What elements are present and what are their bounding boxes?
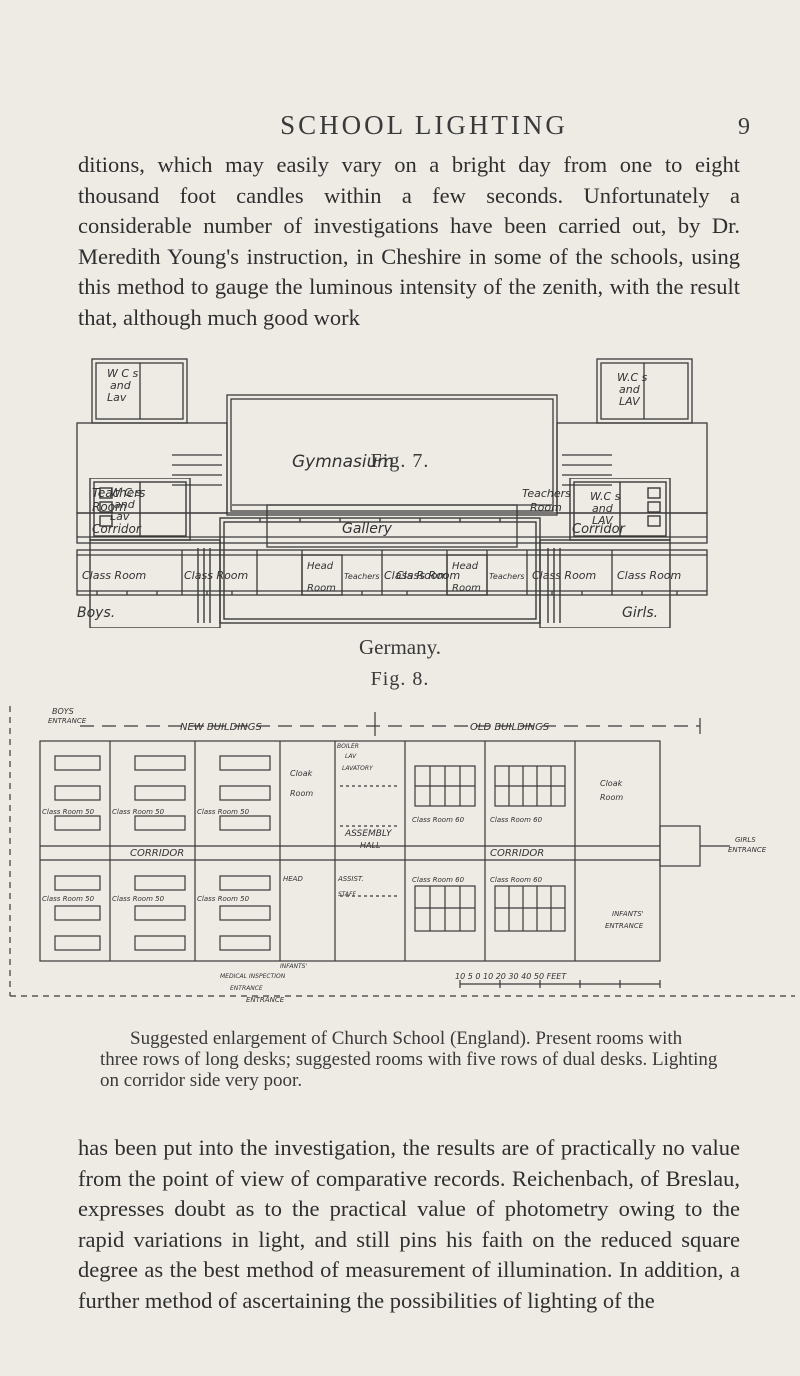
- fig7-teachers-small-1: Teachers: [344, 572, 380, 581]
- fig7-gallery: Gallery: [342, 521, 393, 537]
- fig7-teachers-left: Teachers: [92, 486, 145, 500]
- fig8-cloak-1: Cloak: [290, 769, 313, 778]
- fig8-corridor-left: CORRIDOR: [130, 848, 184, 859]
- fig7-gymnasium: Gymnasium: [292, 452, 394, 472]
- fig7-and-left: and: [114, 498, 136, 511]
- fig7-head-1: Head: [307, 561, 334, 572]
- fig8-infants-3: INFANTS': [280, 963, 307, 970]
- fig7-wc-left: W C s: [110, 486, 142, 499]
- fig8-assembly-2: HALL: [360, 841, 380, 850]
- fig8-staff: STAFF: [338, 891, 356, 898]
- fig8-infants-1: INFANTS': [612, 910, 644, 918]
- page-header: SCHOOL LIGHTING 9: [70, 110, 750, 141]
- figure-8-plan: BOYS ENTRANCE NEW BUILDINGS OLD BUILDING…: [9, 706, 795, 1004]
- fig7-head-2: Head: [452, 561, 479, 572]
- fig8-assist: ASSIST.: [337, 875, 364, 883]
- fig8-class-50-f: Class Room 50: [197, 895, 250, 903]
- fig8-cloak-r2: Room: [600, 793, 623, 802]
- fig7-class-room-3: Class Room: [384, 569, 448, 582]
- fig8-entrance-left: ENTRANCE: [246, 996, 285, 1004]
- fig7-class-room-4: Class Room: [396, 569, 460, 582]
- fig7-room-left: Room: [92, 500, 127, 514]
- fig8-lavatory: LAVATORY: [342, 765, 374, 772]
- fig8-scale: 10 5 0 10 20 30 40 50 FEET: [455, 972, 567, 981]
- fig7-wc-l: W C s: [107, 367, 139, 380]
- fig8-corridor-right: CORRIDOR: [490, 848, 544, 859]
- fig8-infants-2: ENTRANCE: [605, 922, 644, 930]
- fig7-room-head-2: Room: [452, 583, 481, 594]
- fig7-and-l: and: [110, 379, 132, 392]
- figure-8-caption-text: Suggested enlargement of Church School (…: [100, 1028, 718, 1091]
- figure-7-label: Fig. 7.: [370, 450, 430, 472]
- fig8-boys-1: BOYS: [52, 707, 74, 716]
- fig8-class-50-a: Class Room 50: [112, 808, 165, 816]
- running-title: SCHOOL LIGHTING: [280, 110, 568, 140]
- fig8-lav: LAV: [345, 753, 357, 760]
- fig7-and-right: and: [592, 502, 614, 515]
- fig8-class-50-e: Class Room 50: [112, 895, 165, 903]
- fig7-teachers-small-2: Teachers: [489, 572, 525, 581]
- fig8-girls-1: GIRLS: [735, 836, 756, 844]
- fig7-and-r: and: [619, 383, 641, 396]
- fig8-new-buildings: NEW BUILDINGS: [180, 722, 262, 733]
- fig8-class-50-b: Class Room 50: [197, 808, 250, 816]
- fig7-class-room-2: Class Room: [184, 569, 248, 582]
- fig7-lav-l: Lav: [107, 391, 127, 404]
- fig7-lav-r: LAV: [619, 395, 641, 408]
- fig7-corridor-left: Corridor: [92, 522, 142, 536]
- fig8-girls-2: ENTRANCE: [728, 846, 767, 854]
- figure-7-body: W C s and Lav W.C s and LAV Gymnasium Te…: [76, 358, 708, 621]
- fig7-wc-right: W.C s: [590, 490, 621, 503]
- fig7-class-room-5: Class Room: [532, 569, 596, 582]
- fig8-assembly-1: ASSEMBLY: [344, 829, 393, 839]
- fig8-medical: MEDICAL INSPECTION: [220, 973, 286, 980]
- fig8-class-60-d: Class Room 60: [490, 876, 543, 884]
- fig8-boys-2: ENTRANCE: [48, 717, 87, 725]
- paragraph-1: ditions, which may easily vary on a brig…: [78, 152, 740, 330]
- fig7-wc-r: W.C s: [617, 371, 648, 384]
- fig8-cloak-2: Room: [290, 789, 313, 798]
- fig7-room-head-1: Room: [307, 583, 336, 594]
- figure-7-country: Germany.: [358, 635, 442, 659]
- fig7-teachers-right: Teachers: [522, 487, 571, 500]
- fig7-corridor-right: Corridor: [572, 522, 627, 537]
- fig7-girls: Girls.: [622, 605, 658, 621]
- figure-8-label: Fig. 8.: [370, 668, 430, 690]
- fig8-class-60-a: Class Room 60: [412, 816, 465, 824]
- fig7-lav-right: LAV: [592, 514, 614, 527]
- paragraph-2: has been put into the investigation, the…: [78, 1135, 740, 1313]
- fig8-class-50-c: Class Room 50: [42, 808, 95, 816]
- fig8-infants-4: ENTRANCE: [230, 985, 263, 992]
- fig8-head: HEAD: [283, 875, 303, 883]
- fig7-room-right: Room: [530, 501, 562, 514]
- fig8-class-50-d: Class Room 50: [42, 895, 95, 903]
- fig7-class-room-1: Class Room: [82, 569, 146, 582]
- fig8-class-60-c: Class Room 60: [412, 876, 465, 884]
- fig8-boiler: BOILER: [337, 743, 359, 750]
- page-number: 9: [738, 114, 750, 140]
- fig8-class-60-b: Class Room 60: [490, 816, 543, 824]
- figure-8-caption: Suggested enlargement of Church School (…: [100, 1028, 720, 1091]
- fig8-cloak-r1: Cloak: [600, 779, 623, 788]
- fig7-boys: Boys.: [77, 605, 115, 621]
- fig8-old-buildings: OLD BUILDINGS: [470, 722, 550, 733]
- fig7-class-room-6: Class Room: [617, 569, 681, 582]
